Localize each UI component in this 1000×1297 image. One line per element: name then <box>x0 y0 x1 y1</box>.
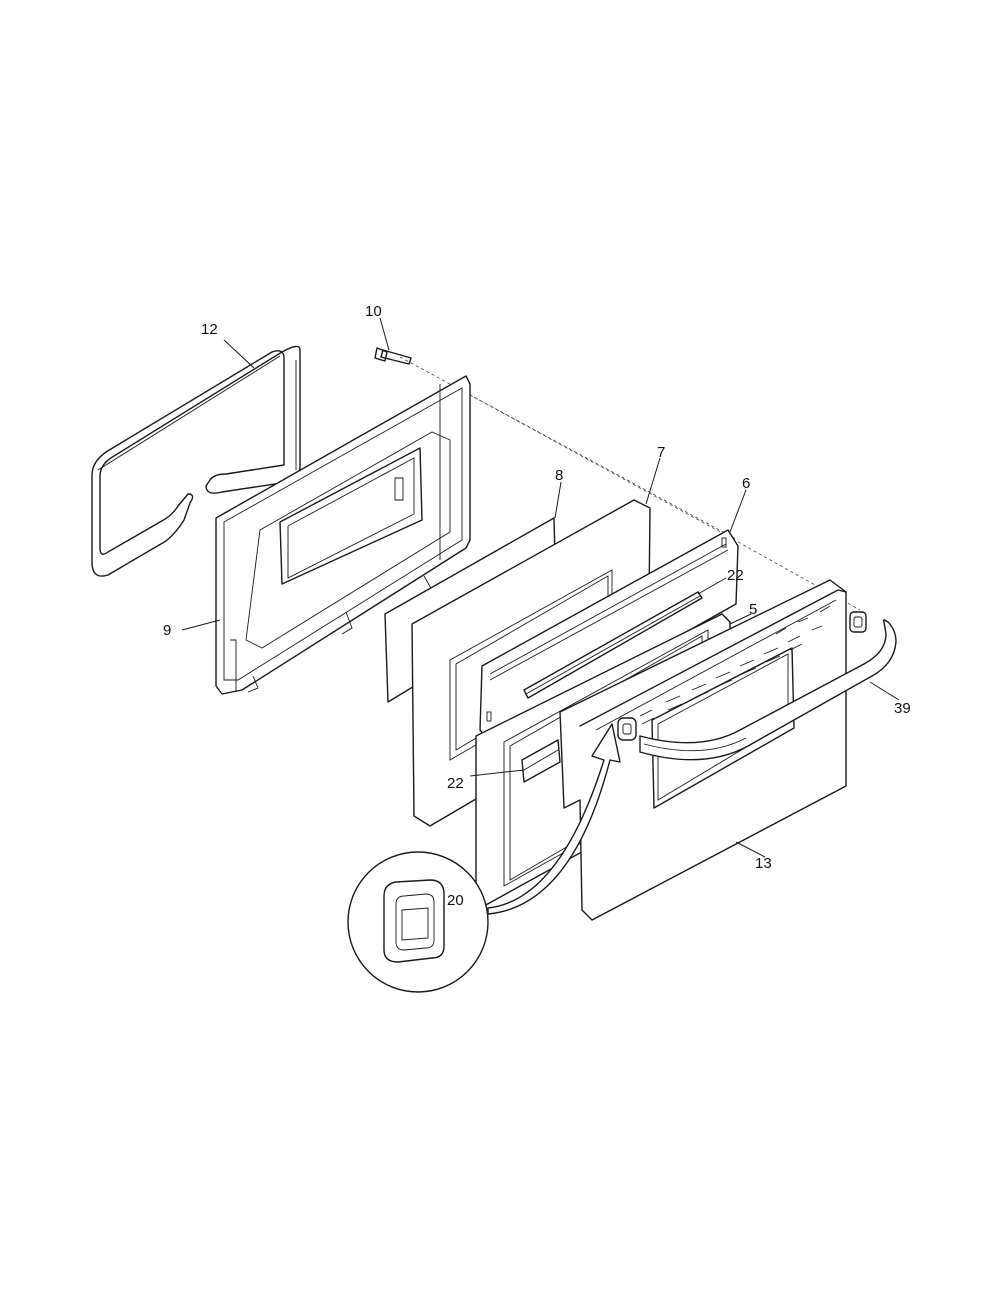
callout-39: 39 <box>894 700 911 717</box>
callout-labels: 12 10 9 8 7 6 22 5 22 39 13 20 <box>163 303 911 909</box>
detail-circle <box>347 851 489 993</box>
callout-22-lower: 22 <box>447 775 464 792</box>
door-gasket <box>91 345 301 577</box>
callout-12: 12 <box>201 321 218 338</box>
handle-spacer-mounted <box>617 717 637 741</box>
callout-13: 13 <box>755 855 772 872</box>
callout-6: 6 <box>742 475 750 492</box>
handle-spacer-right <box>849 611 867 633</box>
glass-clip-upper <box>523 591 703 699</box>
detail-arrow <box>487 723 621 915</box>
callout-5: 5 <box>749 601 757 618</box>
glass-clip-lower <box>521 739 561 783</box>
callout-20: 20 <box>447 892 464 909</box>
callout-22-upper: 22 <box>727 567 744 584</box>
callout-7: 7 <box>657 444 665 461</box>
callout-10: 10 <box>365 303 382 320</box>
vent-slots <box>639 605 831 725</box>
callout-8: 8 <box>555 467 563 484</box>
inner-door-liner <box>215 375 471 695</box>
screw <box>374 347 412 365</box>
callout-9: 9 <box>163 622 171 639</box>
leader-lines <box>181 317 900 858</box>
door-handle <box>639 619 897 761</box>
